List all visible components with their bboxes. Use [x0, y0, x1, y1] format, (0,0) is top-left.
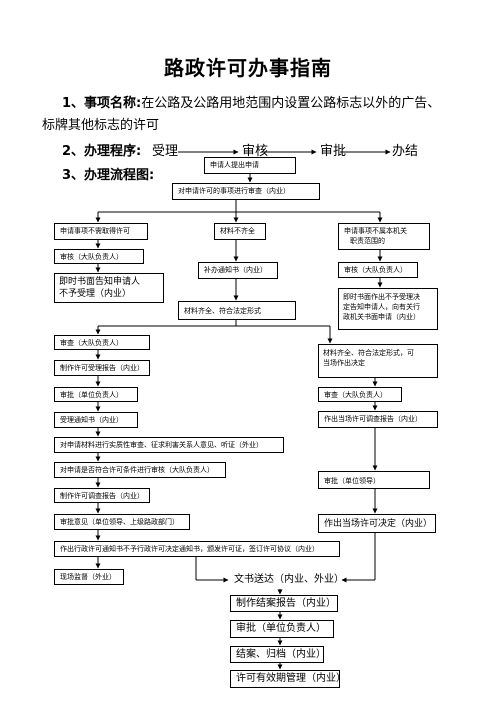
box-opinion: 审批意见（单位领导、上级路政部门） — [54, 514, 190, 530]
box-approve-leader: 审批（单位领导） — [318, 471, 430, 489]
box-approve-unit: 审批（单位负责人） — [54, 387, 138, 402]
page-title: 路政许可办事指南 — [164, 56, 332, 80]
box-substantive: 对申请材料进行实质性审查、征求利害关系人意见、听证（外业） — [54, 437, 284, 453]
box-complete: 材料齐全、符合法定形式 — [178, 301, 296, 320]
step-accept: 受理 — [152, 144, 179, 159]
refuse-left-line-2: 不予受理（内业） — [59, 289, 132, 299]
box-audit-right: 审核（大队负责人） — [338, 262, 418, 278]
refuse-right-line-1: 即时书面作出不予受理决 — [343, 293, 420, 301]
box-check-b: 审查（大队负责人） — [318, 387, 402, 402]
box-close-approve: 审批（单位负责人） — [230, 620, 334, 638]
box-accept-notice: 受理通知书（内业） — [54, 412, 138, 428]
box-close-report: 制作结案报告（内业） — [230, 595, 338, 612]
step-finish: 办结 — [392, 144, 419, 159]
box-refuse-right: 即时书面作出不予受理决 定告知申请人，向有关行 政机关书面申请（内业） — [338, 288, 438, 330]
box-conditions: 对申请是否符合许可条件进行审核（大队负责人） — [54, 462, 226, 478]
refuse-right-line-2: 定告知申请人，向有关行 — [343, 303, 420, 311]
box-not-jurisdiction: 申请事项不属本机关 职责范围的 — [338, 223, 430, 250]
spot-line-2: 当场作出决定 — [323, 359, 365, 367]
box-report-accept: 制作许可受理报告（内业） — [54, 360, 150, 376]
not-jurisdiction-line-1: 申请事项不属本机关 — [344, 227, 407, 235]
box-audit-left: 审核（大队负责人） — [54, 249, 144, 264]
refuse-left-line-1: 即时书面告知申请人 — [59, 277, 141, 287]
step-review: 审核 — [242, 144, 269, 159]
box-review: 对申请许可的事项进行审查（内业） — [172, 183, 320, 200]
item-3-label: 3、办理流程图: — [62, 168, 155, 183]
box-supervise: 现场监督（外业） — [54, 569, 124, 585]
text-deliver: 文书送达（内业、外业） — [234, 574, 344, 585]
box-no-permit: 申请事项不需取得许可 — [54, 223, 148, 240]
box-spot-decision: 作出当场许可决定（内业） — [318, 514, 436, 533]
box-spot: 材料齐全、符合法定形式，可 当场作出决定 — [318, 344, 438, 378]
item-3: 3、办理流程图: — [62, 165, 154, 186]
not-jurisdiction-line-2: 职责范围的 — [350, 237, 385, 245]
item-1-continued: 标牌其他标志的许可 — [42, 118, 160, 133]
box-refuse-left: 即时书面告知申请人 不予受理（内业） — [54, 273, 164, 303]
item-1: 1、事项名称:在公路及公路用地范围内设置公路标志以外的广告、 — [62, 93, 482, 114]
item-2: 2、办理程序: — [62, 141, 141, 162]
box-start: 申请人提出申请 — [204, 157, 296, 174]
box-incomplete: 材料不齐全 — [214, 223, 266, 240]
spot-line-1: 材料齐全、符合法定形式，可 — [323, 349, 414, 357]
box-archive: 结案、归档（内业） — [230, 646, 324, 663]
item-2-label: 2、办理程序: — [62, 144, 142, 159]
box-spot-report: 作出当场许可调查报告（内业） — [318, 411, 438, 428]
step-approve: 审批 — [320, 144, 347, 159]
box-notice-corr: 补办通知书（内业） — [198, 262, 278, 279]
box-survey-report: 制作许可调查报告（内业） — [54, 488, 150, 503]
refuse-right-line-3: 政机关书面申请（内业） — [343, 313, 420, 321]
box-check-a: 审查（大队负责人） — [54, 335, 150, 350]
box-final-decision: 作出行政许可通知书不予行政许可决定通知书，颁发许可证，签订许可协议（内业） — [54, 541, 340, 557]
item-1-label: 1、事项名称: — [62, 96, 142, 111]
item-1-text: 在公路及公路用地范围内设置公路标志以外的广告、 — [141, 96, 441, 111]
box-validity: 许可有效期管理（内业） — [230, 670, 340, 688]
